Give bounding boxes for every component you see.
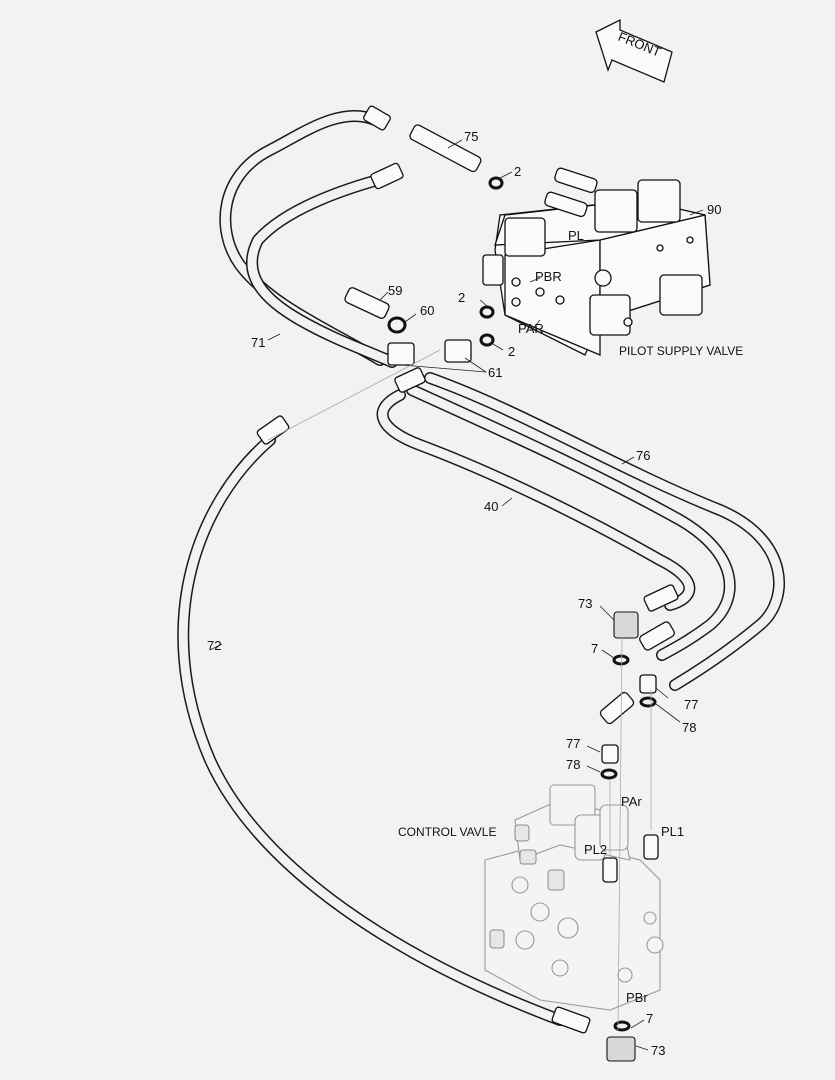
- label-77-lower: 77: [566, 736, 580, 751]
- label-61: 61: [488, 365, 502, 380]
- label-78-upper: 78: [682, 720, 696, 735]
- fitting-75: [409, 124, 482, 173]
- fitting-61-b: [444, 339, 472, 363]
- hose-76: [424, 372, 785, 691]
- hose-40: [376, 389, 696, 611]
- label-90: 90: [707, 202, 721, 217]
- fitting-73-upper: [613, 611, 639, 639]
- hose-fittings: [256, 105, 679, 1034]
- label-76: 76: [636, 448, 650, 463]
- label-72: 72: [207, 638, 221, 653]
- label-7-lower: 7: [646, 1011, 653, 1026]
- label-2-top: 2: [514, 164, 521, 179]
- label-75: 75: [464, 129, 478, 144]
- port-label-pbr-cv: PBr: [626, 990, 648, 1005]
- o-rings: [387, 176, 657, 1032]
- pilot-supply-valve: [482, 167, 711, 356]
- front-arrow: FRONT: [595, 18, 673, 83]
- fitting-pl1: [643, 834, 659, 860]
- label-71: 71: [251, 335, 265, 350]
- label-73-upper: 73: [578, 596, 592, 611]
- port-label-pl: PL: [568, 228, 584, 243]
- label-7-upper: 7: [591, 641, 598, 656]
- port-label-par-cv: PAr: [621, 794, 642, 809]
- fitting-pl2: [602, 857, 618, 883]
- port-labels: PL PBR PAR PAr PL1 PL2 PBr: [518, 228, 684, 1005]
- label-40: 40: [484, 499, 498, 514]
- label-77-upper: 77: [684, 697, 698, 712]
- label-2-low: 2: [508, 344, 515, 359]
- label-73-lower: 73: [651, 1043, 665, 1058]
- fitting-77-upper: [639, 674, 657, 694]
- caption-control-valve: CONTROL VAVLE: [398, 825, 496, 839]
- fitting-61-a: [387, 342, 415, 366]
- fitting-77-lower: [601, 744, 619, 764]
- hose-middle: [406, 384, 736, 661]
- fitting-73-lower: [606, 1036, 636, 1062]
- caption-pilot-supply-valve: PILOT SUPPLY VALVE: [619, 344, 743, 358]
- hose-72: [177, 434, 566, 1026]
- port-label-pl1: PL1: [661, 824, 684, 839]
- label-2-mid: 2: [458, 290, 465, 305]
- fitting-59: [344, 287, 390, 319]
- port-label-pl2: PL2: [584, 842, 607, 857]
- port-label-par: PAR: [518, 321, 544, 336]
- label-78-lower: 78: [566, 757, 580, 772]
- hose-upper-second: [246, 172, 398, 368]
- label-59: 59: [388, 283, 402, 298]
- control-valve: [484, 784, 664, 1011]
- part-number-labels: 75 2 90 59 2 60 2 71 61 76 40 72 73 7 77…: [207, 129, 721, 1058]
- port-label-pbr: PBR: [535, 269, 562, 284]
- leader-lines: [209, 139, 704, 1051]
- label-60: 60: [420, 303, 434, 318]
